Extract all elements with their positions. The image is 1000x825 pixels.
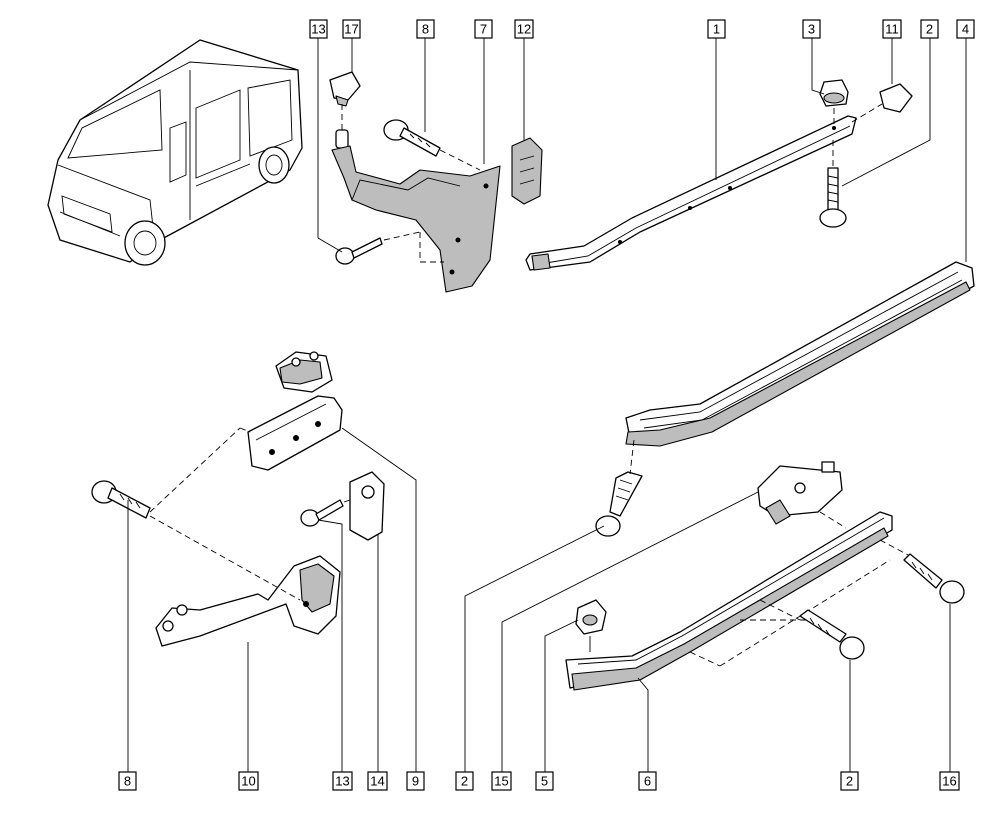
nut-5	[575, 599, 607, 652]
svg-text:10: 10	[241, 774, 255, 789]
bolt-15	[595, 471, 643, 537]
svg-text:11: 11	[885, 22, 899, 37]
callout-4-top: 4	[956, 19, 975, 39]
bracket-10	[155, 555, 341, 647]
callout-3-top: 3	[802, 19, 821, 39]
bolt-16	[903, 553, 965, 604]
callout-15-bottom: 15	[491, 771, 512, 791]
svg-text:2: 2	[926, 22, 933, 37]
callout-8-top: 8	[416, 19, 435, 39]
callout-1-top: 1	[707, 19, 726, 39]
clip-17	[329, 71, 361, 101]
callout-5-bottom: 5	[535, 771, 554, 791]
callout-17-top: 17	[342, 19, 361, 39]
callout-7-top: 7	[474, 19, 493, 39]
bolt-8-lower	[91, 480, 151, 519]
callout-9-bottom: 9	[406, 771, 425, 791]
plate-14	[349, 471, 385, 541]
cap-11	[879, 83, 913, 113]
svg-text:13: 13	[311, 22, 325, 37]
bracket-9	[247, 351, 343, 471]
callout-2-top: 2	[920, 19, 939, 39]
callout-8-bottom: 8	[118, 771, 137, 791]
svg-text:9: 9	[412, 774, 419, 789]
leader-lines	[127, 38, 967, 772]
svg-text:15: 15	[494, 774, 508, 789]
bolt-8-upper	[383, 119, 441, 157]
svg-text:14: 14	[370, 774, 384, 789]
svg-text:13: 13	[335, 774, 349, 789]
callout-16-bottom: 16	[939, 771, 960, 791]
callout-13-top: 13	[309, 19, 328, 39]
nut-3	[819, 79, 849, 107]
svg-text:4: 4	[962, 22, 969, 37]
callout-13-bottom: 13	[332, 771, 353, 791]
upper-bracket-assembly	[329, 71, 543, 293]
svg-text:3: 3	[808, 22, 815, 37]
van-illustration	[47, 39, 303, 266]
svg-text:12: 12	[517, 22, 531, 37]
block-12	[511, 137, 543, 205]
callout-14-bottom: 14	[367, 771, 388, 791]
svg-text:8: 8	[124, 774, 131, 789]
callout-2-bottom-left: 2	[455, 771, 474, 791]
callout-11-top: 11	[882, 19, 902, 39]
svg-text:2: 2	[846, 774, 853, 789]
callout-12-top: 12	[514, 19, 534, 39]
svg-text:17: 17	[344, 22, 358, 37]
guide-block-2	[757, 461, 843, 525]
callout-6-bottom: 6	[638, 771, 657, 791]
rail-4	[625, 261, 975, 447]
bolt-2-upper	[819, 167, 847, 228]
bracket-7	[331, 145, 501, 293]
rail-6	[565, 511, 893, 691]
screw-13-lower	[300, 499, 344, 527]
svg-text:5: 5	[541, 774, 548, 789]
svg-text:2: 2	[461, 774, 468, 789]
screw-13-upper	[335, 237, 383, 265]
callout-10-bottom: 10	[238, 771, 259, 791]
bolt-2-lower	[799, 609, 865, 660]
svg-text:16: 16	[942, 774, 956, 789]
callout-2-bottom-right: 2	[840, 771, 859, 791]
svg-text:6: 6	[644, 774, 651, 789]
svg-text:1: 1	[713, 22, 720, 37]
rail-1	[525, 115, 857, 271]
svg-text:7: 7	[480, 22, 487, 37]
svg-text:8: 8	[422, 22, 429, 37]
